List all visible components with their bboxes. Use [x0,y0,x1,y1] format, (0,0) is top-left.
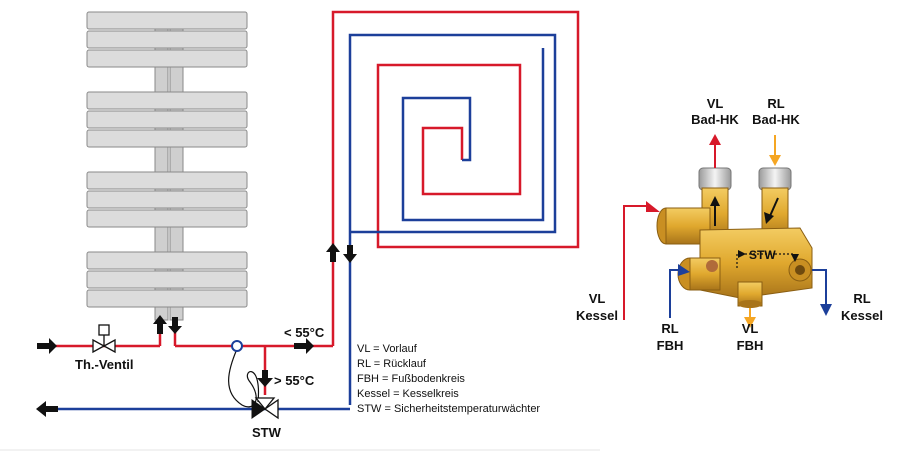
manifold-internal-arrows [710,196,799,270]
arrow-down-to-stw [257,370,273,387]
flow-direction-arrows [36,243,357,417]
arrow-fbh-up [326,243,340,262]
floor-heating-coil [331,10,580,405]
vl-fbh-bottom: FBH [737,338,764,353]
temp-min-label: > 55°C [274,373,315,388]
radiator-slat [86,171,248,190]
vl-kessel-bottom: Kessel [576,308,618,323]
radiator-slat [86,289,248,308]
rl-bad-bottom: Bad-HK [752,112,800,127]
radiator-slat [86,129,248,148]
arrow-in-right [37,338,57,354]
vl-bad-top: VL [707,96,724,111]
legend: VL = Vorlauf RL = Rücklauf FBH = Fußbode… [357,343,540,415]
radiator-slat [86,190,248,209]
capillary-tube [228,348,260,408]
thermostatic-valve-icon [92,324,116,354]
manifold-labels: VL Bad-HK RL Bad-HK VL Kessel RL FBH VL … [576,96,883,353]
arrow-radiator-down [168,317,182,334]
legend-line-3: FBH = Fußbodenkreis [357,373,465,385]
radiator-slat [86,30,248,49]
floor-heating-return-pipe [348,33,557,405]
rl-fbh-bottom: FBH [657,338,684,353]
radiator-slat [86,49,248,68]
manifold-connection-arrows [623,134,832,328]
floor-heating-flow-pipe [331,10,580,250]
three-way-valve-icon [251,397,279,420]
radiator-slat [86,110,248,129]
th-ventil-label: Th.-Ventil [75,357,134,372]
towel-radiator [86,11,248,321]
legend-line-2: RL = Rücklauf [357,358,427,370]
manifold-stw-label: STW [749,248,776,262]
radiator-slat [86,11,248,30]
rl-bad-top: RL [767,96,784,111]
brass-manifold-icon: STW [656,167,813,308]
radiator-slat [86,251,248,270]
radiator-slat [86,91,248,110]
vl-kessel-top: VL [589,291,606,306]
chrome-cap-left [698,167,732,191]
rl-kessel-top: RL [853,291,870,306]
radiator-slat [86,209,248,228]
arrow-fbh-down [343,245,357,263]
arrow-out-left [36,401,58,417]
vl-bad-bottom: Bad-HK [691,112,739,127]
stw-label: STW [252,425,282,440]
temp-max-label: < 55°C [284,325,325,340]
rl-fbh-top: RL [661,321,678,336]
temperature-sensor-icon [231,340,243,352]
floor-heating-return-inner [401,48,545,222]
legend-line-1: VL = Vorlauf [357,343,418,355]
rl-kessel-bottom: Kessel [841,308,883,323]
radiator-slat [86,270,248,289]
arrow-to-fbh [294,338,314,354]
legend-line-5: STW = Sicherheitstemperaturwächter [357,403,540,415]
arrow-radiator-up [153,315,167,334]
vl-fbh-top: VL [742,321,759,336]
legend-line-4: Kessel = Kesselkreis [357,388,459,400]
chrome-cap-right [758,167,792,191]
radiator-slats [86,11,248,308]
